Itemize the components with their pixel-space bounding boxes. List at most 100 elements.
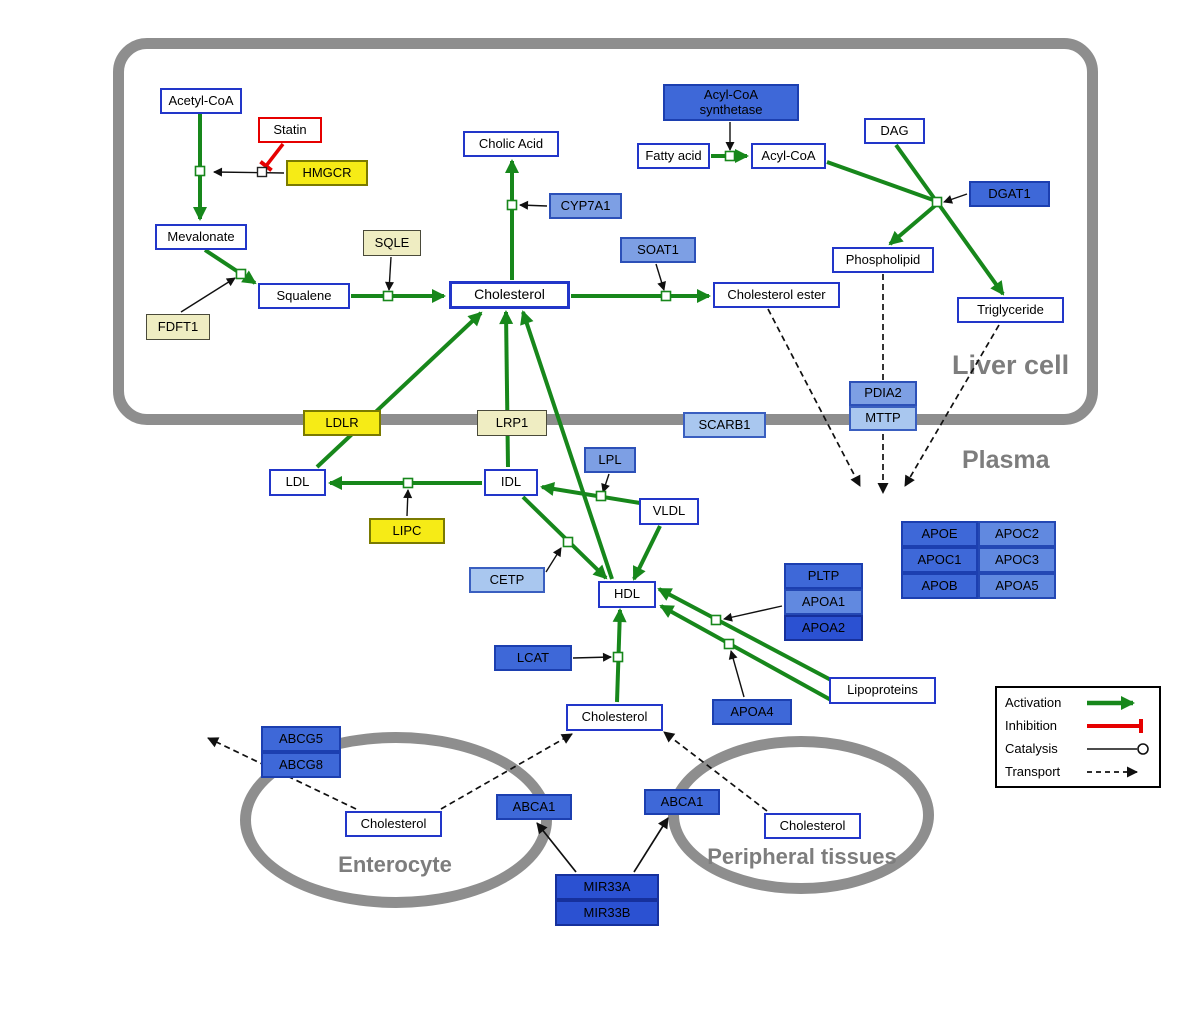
node-sqle: SQLE	[363, 230, 421, 256]
edge-cyp7a1-catalysis	[519, 200, 548, 210]
edge-hmgcr-catalysis	[213, 167, 285, 177]
node-apoc1: APOC1	[901, 547, 978, 573]
edge-lcat-catalysis	[572, 652, 612, 662]
node-squalene: Squalene	[258, 283, 350, 309]
edge-soat1-catalysis	[655, 263, 666, 291]
edge-vldl-to-hdl	[632, 525, 662, 581]
transport-dashed-arrow-icon	[1087, 766, 1138, 777]
node-lpl: LPL	[584, 447, 636, 473]
edge-apoa4-catalysis	[728, 650, 745, 698]
node-vldl: VLDL	[639, 498, 699, 525]
catalysis-circle-icon	[1087, 742, 1149, 755]
legend-row-inhibition: Inhibition	[997, 714, 1159, 737]
edge-cholesterol-ester-transport	[767, 308, 861, 487]
process-node	[931, 196, 943, 208]
node-dag: DAG	[864, 118, 925, 144]
edge-sqle-catalysis	[384, 256, 394, 291]
edge-dgat1-catalysis	[943, 193, 968, 204]
node-mir33b: MIR33B	[555, 900, 659, 926]
process-node	[710, 614, 722, 626]
activation-arrow-icon	[1087, 695, 1135, 710]
node-abcg5: ABCG5	[261, 726, 341, 752]
node-pdia2: PDIA2	[849, 381, 917, 406]
node-abcg8: ABCG8	[261, 752, 341, 778]
node-hdl: HDL	[598, 581, 656, 608]
node-apoa1: APOA1	[784, 589, 863, 615]
statin-target-port	[256, 166, 268, 178]
enterocyte-label: Enterocyte	[338, 852, 452, 877]
node-apoc2: APOC2	[978, 521, 1056, 547]
node-soat1: SOAT1	[620, 237, 696, 263]
legend-row-transport: Transport	[997, 760, 1159, 783]
edge-lipoproteins-to-hdl-upper	[657, 587, 832, 682]
node-ldlr: LDLR	[303, 410, 381, 436]
node-cholic-acid: Cholic Acid	[463, 131, 559, 157]
node-abca1-peripheral: ABCA1	[644, 789, 720, 815]
node-pltp: PLTP	[784, 563, 863, 589]
node-acyl-coa: Acyl-CoA	[751, 143, 826, 169]
node-apoc3: APOC3	[978, 547, 1056, 573]
process-node	[235, 268, 247, 280]
node-cetp: CETP	[469, 567, 545, 593]
legend-inhibition-label: Inhibition	[1005, 718, 1058, 733]
node-fdft1: FDFT1	[146, 314, 210, 340]
node-cyp7a1: CYP7A1	[549, 193, 622, 219]
process-node	[562, 536, 574, 548]
node-cholesterol-liver: Cholesterol	[449, 281, 570, 309]
edge-cholesterol-peripheral-to-plasma	[663, 731, 768, 812]
liver-cell-label: Liver cell	[952, 350, 1070, 380]
process-node	[402, 477, 414, 489]
edge-cetp-catalysis	[545, 547, 562, 573]
plasma-label: Plasma	[962, 446, 1050, 474]
liver-cell-membrane	[113, 38, 1098, 425]
node-lipoproteins: Lipoproteins	[829, 677, 936, 704]
edge-vldl-to-idl	[540, 482, 641, 505]
process-node	[382, 290, 394, 302]
edge-dgat1-hub-to-phospholipid	[888, 202, 939, 246]
node-abca1-enterocyte: ABCA1	[496, 794, 572, 820]
edge-cholesterol-enterocyte-to-plasma	[440, 733, 573, 810]
node-cholesterol-ester: Cholesterol ester	[713, 282, 840, 308]
peripheral-tissues-label: Peripheral tissues	[707, 844, 897, 869]
edge-acyl-coa-to-dgat1-hub	[826, 160, 937, 203]
node-fatty-acid: Fatty acid	[637, 143, 710, 169]
process-node	[595, 490, 607, 502]
node-mevalonate: Mevalonate	[155, 224, 247, 250]
edge-hdl-to-cholesterol-via-scarb1	[520, 310, 614, 580]
peripheral-tissues-membrane	[668, 736, 934, 894]
node-scarb1: SCARB1	[683, 412, 766, 438]
node-cholesterol-peripheral: Cholesterol	[764, 813, 861, 839]
edge-lpl-catalysis	[601, 473, 610, 493]
node-apoa2: APOA2	[784, 615, 863, 641]
edge-mevalonate-to-squalene	[203, 248, 257, 285]
node-acyl-coa-synthetase: Acyl-CoA synthetase	[663, 84, 799, 121]
node-apoe: APOE	[901, 521, 978, 547]
process-node	[660, 290, 672, 302]
process-node	[723, 638, 735, 650]
legend-activation-label: Activation	[1005, 695, 1062, 710]
node-lrp1: LRP1	[477, 410, 547, 436]
node-mir33a: MIR33A	[555, 874, 659, 900]
node-dgat1: DGAT1	[969, 181, 1050, 207]
node-phospholipid: Phospholipid	[832, 247, 934, 273]
process-node	[724, 150, 736, 162]
edge-idl-to-cholesterol-via-lrp1	[499, 310, 514, 468]
legend-box: Activation Inhibition Catalysis Transpor…	[995, 686, 1161, 788]
edge-dgat1-hub-to-triglyceride	[938, 204, 1005, 296]
node-apoa4: APOA4	[712, 699, 792, 725]
legend-catalysis-label: Catalysis	[1005, 741, 1058, 756]
legend-row-activation: Activation	[997, 691, 1159, 714]
legend-transport-label: Transport	[1005, 764, 1061, 779]
edge-dag-to-dgat1-hub	[894, 143, 936, 200]
edge-ldl-to-cholesterol-via-ldlr	[315, 311, 483, 469]
process-node	[612, 651, 624, 663]
node-cholesterol-plasma: Cholesterol	[566, 704, 663, 731]
edge-triglyceride-transport	[904, 324, 1000, 487]
legend-row-catalysis: Catalysis	[997, 737, 1159, 760]
edge-apoa1-catalysis	[723, 605, 783, 622]
node-statin: Statin	[258, 117, 322, 143]
edge-mir33-to-abca1-enterocyte	[536, 822, 577, 873]
edge-statin-inhibits-hmgcr	[259, 142, 285, 172]
